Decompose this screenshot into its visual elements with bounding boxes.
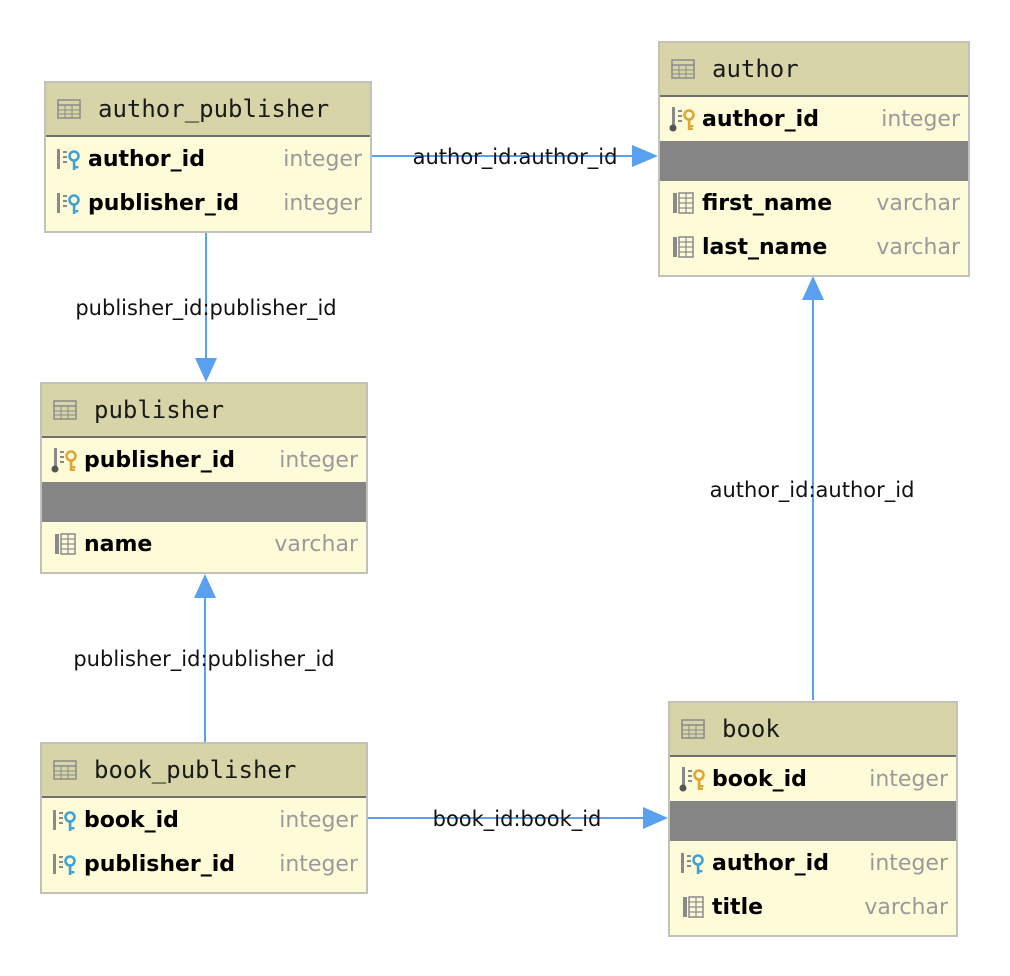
- table-header: book_publisher: [42, 744, 366, 798]
- column-icon: [678, 892, 708, 922]
- key-separator: [660, 141, 968, 181]
- column-name: author_id: [88, 146, 205, 172]
- column-name: book_id: [84, 807, 179, 833]
- relation-label-bp-book: book_id:book_id: [433, 807, 602, 832]
- relation-label-bp-publisher: publisher_id:publisher_id: [73, 647, 334, 672]
- foreign-key-icon: [50, 849, 80, 879]
- column-row[interactable]: publisher_id integer: [42, 438, 366, 482]
- column-icon: [668, 188, 698, 218]
- key-separator: [42, 482, 366, 522]
- column-name: publisher_id: [88, 190, 240, 216]
- column-icon: [668, 232, 698, 262]
- table-name: book_publisher: [94, 756, 297, 784]
- primary-key-icon: [668, 104, 698, 134]
- foreign-key-icon: [50, 805, 80, 835]
- column-type: varchar: [274, 531, 358, 557]
- column-type: varchar: [876, 234, 960, 260]
- column-type: integer: [869, 850, 948, 876]
- column-name: author_id: [712, 850, 829, 876]
- table-name: author_publisher: [98, 95, 330, 123]
- table-header: author_publisher: [46, 83, 370, 137]
- arrowhead: [632, 145, 658, 167]
- table-header: book: [670, 703, 956, 757]
- foreign-key-icon: [54, 188, 84, 218]
- column-name: publisher_id: [84, 447, 236, 473]
- foreign-key-icon: [54, 144, 84, 174]
- column-row[interactable]: author_id integer: [46, 137, 370, 181]
- relation-label-ap-author: author_id:author_id: [413, 145, 618, 170]
- table-publisher[interactable]: publisher publisher_id integer name varc…: [40, 382, 368, 574]
- table-name: publisher: [94, 396, 225, 424]
- column-type: varchar: [876, 190, 960, 216]
- table-header: author: [660, 43, 968, 97]
- arrowhead: [195, 358, 217, 382]
- table-author-publisher[interactable]: author_publisher author_id integer publi…: [44, 81, 372, 233]
- column-type: integer: [283, 146, 362, 172]
- arrowhead: [802, 276, 824, 300]
- table-icon: [54, 94, 84, 124]
- arrowhead: [194, 574, 216, 598]
- column-name: name: [84, 531, 153, 557]
- foreign-key-icon: [678, 848, 708, 878]
- column-type: integer: [881, 106, 960, 132]
- table-book-publisher[interactable]: book_publisher book_id integer publisher…: [40, 742, 368, 894]
- key-separator: [670, 801, 956, 841]
- column-icon: [50, 529, 80, 559]
- column-name: publisher_id: [84, 851, 236, 877]
- table-header: publisher: [42, 384, 366, 438]
- column-row[interactable]: first_name varchar: [660, 181, 968, 225]
- column-name: title: [712, 894, 764, 920]
- column-row[interactable]: name varchar: [42, 522, 366, 566]
- table-icon: [50, 755, 80, 785]
- primary-key-icon: [678, 764, 708, 794]
- table-icon: [668, 54, 698, 84]
- column-row[interactable]: publisher_id integer: [42, 842, 366, 886]
- column-name: author_id: [702, 106, 819, 132]
- column-row[interactable]: book_id integer: [42, 798, 366, 842]
- column-row[interactable]: publisher_id integer: [46, 181, 370, 225]
- table-icon: [678, 714, 708, 744]
- column-type: varchar: [864, 894, 948, 920]
- column-row[interactable]: last_name varchar: [660, 225, 968, 269]
- column-type: integer: [279, 807, 358, 833]
- column-type: integer: [279, 447, 358, 473]
- column-name: last_name: [702, 234, 828, 260]
- column-type: integer: [283, 190, 362, 216]
- relation-label-book-author: author_id:author_id: [710, 478, 915, 503]
- column-row[interactable]: book_id integer: [670, 757, 956, 801]
- table-author[interactable]: author author_id integer first_name varc…: [658, 41, 970, 277]
- relation-label-ap-publisher: publisher_id:publisher_id: [75, 296, 336, 321]
- column-type: integer: [279, 851, 358, 877]
- primary-key-icon: [50, 445, 80, 475]
- column-name: first_name: [702, 190, 833, 216]
- column-row[interactable]: title varchar: [670, 885, 956, 929]
- column-row[interactable]: author_id integer: [670, 841, 956, 885]
- table-name: author: [712, 55, 799, 83]
- table-name: book: [722, 715, 780, 743]
- column-type: integer: [869, 766, 948, 792]
- arrowhead: [643, 807, 668, 829]
- table-icon: [50, 395, 80, 425]
- column-row[interactable]: author_id integer: [660, 97, 968, 141]
- table-book[interactable]: book book_id integer author_id integer t…: [668, 701, 958, 937]
- column-name: book_id: [712, 766, 807, 792]
